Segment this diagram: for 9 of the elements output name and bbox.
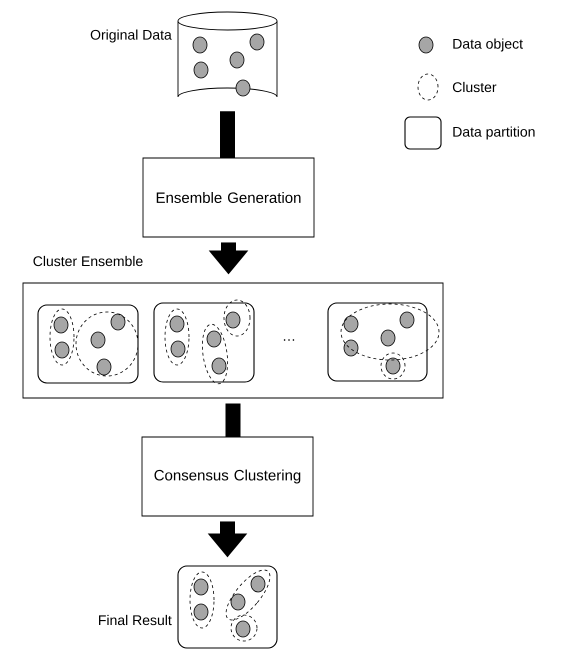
- node-label: Final Result: [99, 614, 172, 626]
- legend-label: Cluster: [452, 82, 496, 92]
- ellipsis: …: [284, 339, 294, 341]
- process-box: Consensus Clustering: [142, 436, 314, 516]
- legend-label: Data partition: [453, 126, 535, 140]
- node-label: Original Data: [90, 29, 172, 43]
- legend-label: Data object: [453, 38, 523, 52]
- node-label: Cluster Ensemble: [33, 256, 143, 266]
- process-box: Ensemble Generation: [142, 158, 314, 238]
